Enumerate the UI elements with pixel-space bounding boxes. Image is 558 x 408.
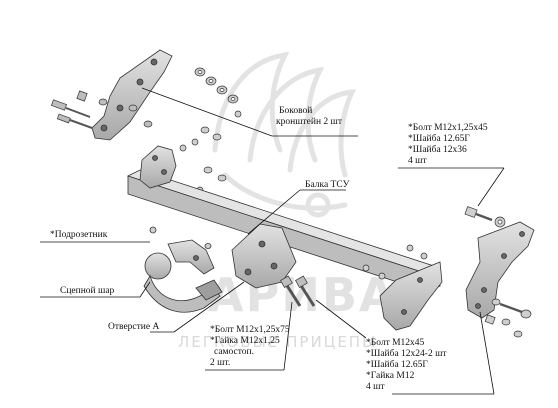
leader-lines — [40, 87, 505, 395]
bolts-right-top — [464, 206, 506, 228]
label-tow-ball: Сцепной шар — [60, 286, 115, 296]
bolts-right-bottom — [362, 244, 532, 338]
label-tsu-beam: Балка ТСУ — [305, 180, 350, 190]
label-socket-bracket: *Подрозетник — [50, 230, 108, 240]
washers-top-center — [179, 67, 242, 194]
label-bolts-right-top: *Болт М12х1,25х45 *Шайба 12.65Г *Шайба 1… — [408, 123, 488, 166]
tsu-beam — [126, 145, 443, 331]
watermark-tagline: ЛЕГКОВЫЕ ПРИЦЕПЫ — [178, 333, 378, 351]
bolts-center — [280, 275, 316, 307]
right-side-bracket — [465, 221, 535, 319]
label-hole-a: Отверстие А — [108, 322, 160, 332]
socket-bracket — [149, 226, 215, 275]
label-bolts-right-bottom: *Болт М12х45 *Шайба 12х24-2 шт *Шайба 12… — [366, 338, 447, 392]
label-side-bracket: Боковой кронштейн 2 шт — [276, 106, 343, 127]
left-side-bracket — [91, 49, 173, 141]
label-bolts-center: *Болт М12х1,25х75 *Гайка М12х1,25 самост… — [210, 325, 290, 368]
tow-ball — [143, 252, 223, 313]
bolts-left-top — [50, 90, 153, 129]
